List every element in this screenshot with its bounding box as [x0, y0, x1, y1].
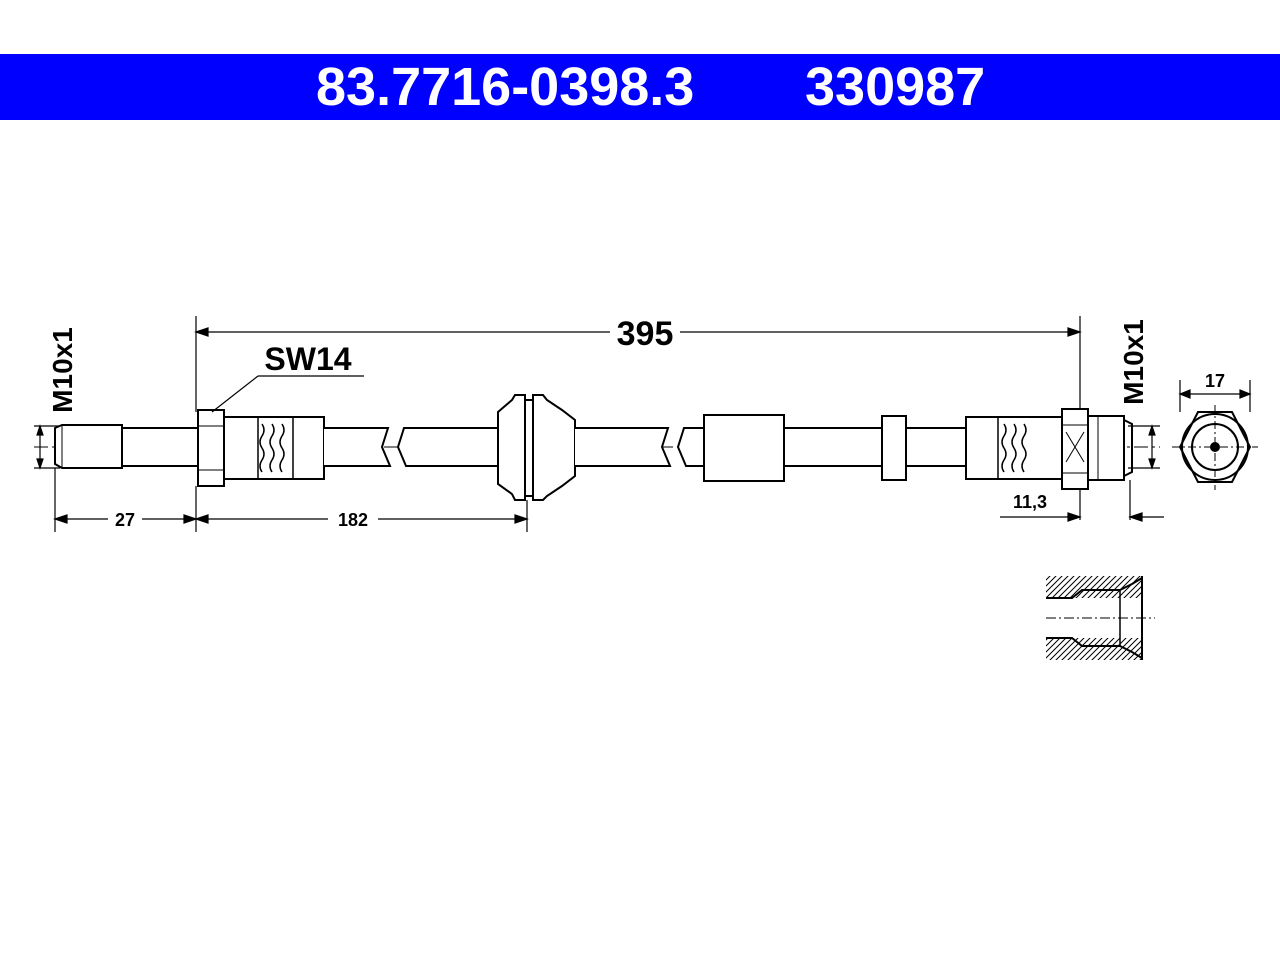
wrench-size-label: SW14 — [264, 341, 351, 377]
title-bar: 83.7716-0398.3 330987 — [0, 54, 1280, 120]
thread-left-label: M10x1 — [47, 327, 78, 413]
left-to-grommet-label: 182 — [338, 510, 368, 530]
hex-width-label: 17 — [1205, 371, 1225, 391]
right-end-length-label: 11,3 — [1013, 492, 1047, 512]
left-fitting — [54, 409, 325, 487]
section-detail — [1046, 576, 1155, 660]
reference-number: 330987 — [805, 57, 986, 117]
total-length-label: 395 — [617, 315, 674, 353]
part-number: 83.7716-0398.3 — [316, 57, 695, 117]
right-fitting — [965, 408, 1133, 490]
end-view-hex — [1172, 405, 1258, 490]
dimension-lines — [34, 316, 1252, 532]
hose — [324, 394, 967, 501]
left-end-length-label: 27 — [115, 510, 135, 530]
thread-right-label: M10x1 — [1118, 319, 1149, 405]
